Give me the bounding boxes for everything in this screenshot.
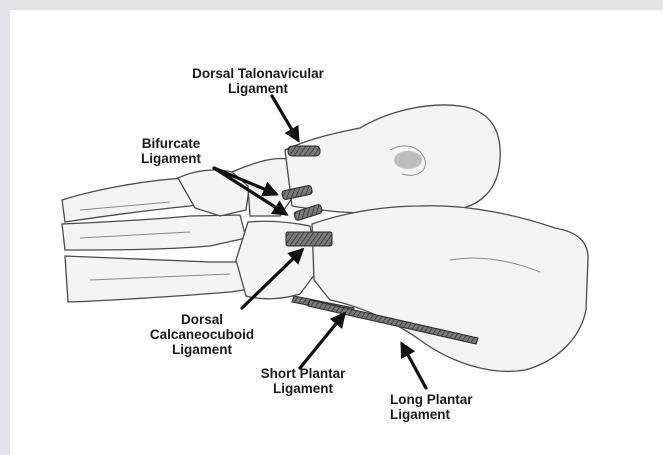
label-dorsal-talonavicular-ligament: Dorsal Talonavicular Ligament xyxy=(178,66,338,96)
talus-bone xyxy=(285,105,500,213)
dorsal-calcaneocuboid-ligament xyxy=(286,232,332,246)
label-bifurcate-ligament: Bifurcate Ligament xyxy=(126,136,216,166)
label-short-plantar-ligament: Short Plantar Ligament xyxy=(248,366,358,396)
arrow-icon xyxy=(272,96,298,140)
talus-shadow xyxy=(394,151,422,169)
label-long-plantar-ligament: Long Plantar Ligament xyxy=(390,392,510,422)
arrow-icon xyxy=(300,314,344,368)
arrow-icon xyxy=(402,344,426,388)
figure-frame: Dorsal Talonavicular Ligament Bifurcate … xyxy=(10,10,663,455)
dorsal-talonavicular-ligament xyxy=(288,146,320,156)
label-dorsal-calcaneocuboid-ligament: Dorsal Calcaneocuboid Ligament xyxy=(142,312,262,357)
metatarsal-middle xyxy=(62,215,246,250)
calcaneus-bone xyxy=(312,206,588,372)
